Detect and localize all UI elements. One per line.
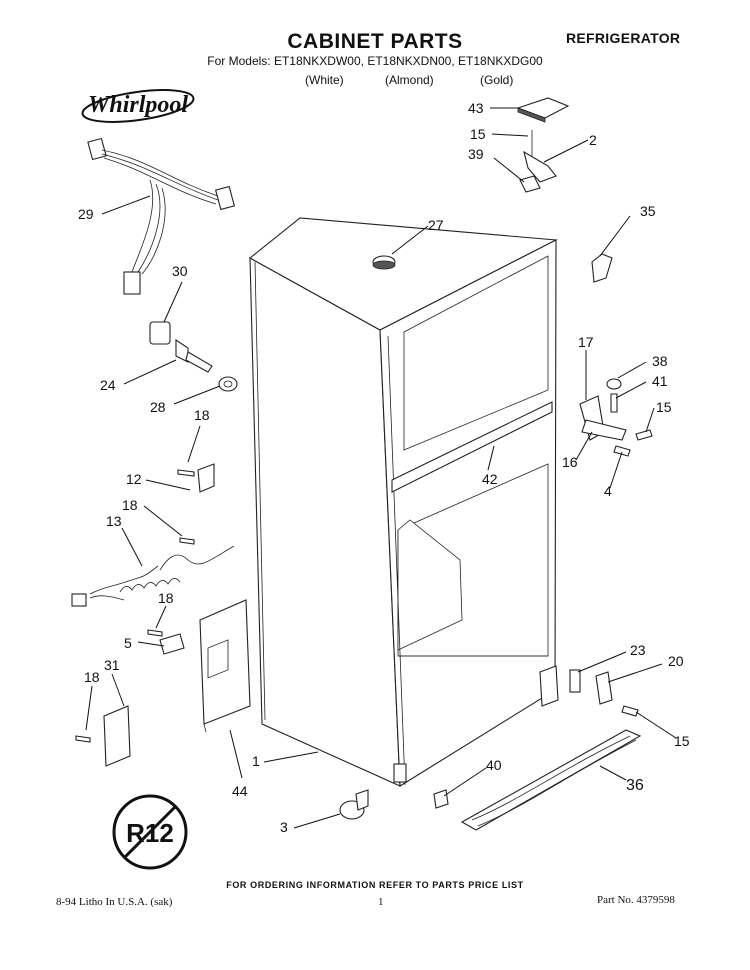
callout-28: 28 bbox=[150, 399, 166, 415]
callout-15-mid: 15 bbox=[656, 399, 672, 415]
part-27-plug bbox=[372, 255, 396, 270]
whirlpool-logo: Whirlpool bbox=[81, 89, 195, 123]
part-40-hinge-cover bbox=[516, 97, 570, 123]
color-gold: (Gold) bbox=[480, 73, 514, 87]
callout-40: 43 bbox=[468, 100, 484, 116]
callout-18-b: 18 bbox=[122, 497, 138, 513]
part-29-wiring-harness bbox=[87, 137, 236, 295]
callout-23: 23 bbox=[630, 642, 646, 658]
callout-2: 2 bbox=[589, 132, 597, 148]
callout-18-d: 18 bbox=[84, 669, 100, 685]
part-15-screw-b bbox=[635, 429, 653, 441]
part-13-power-cord bbox=[71, 545, 235, 607]
part-38-washer bbox=[606, 378, 622, 390]
part-15-screw-c bbox=[621, 705, 639, 717]
part-39-shim bbox=[519, 175, 541, 193]
part-2-top-hinge bbox=[523, 130, 557, 183]
cabinet-foot-left bbox=[393, 763, 407, 783]
part-4-screw bbox=[613, 445, 631, 457]
part-18-screw-d bbox=[75, 735, 91, 743]
part-5-clamp bbox=[159, 633, 185, 655]
callout-38: 38 bbox=[652, 353, 668, 369]
callout-18-a: 18 bbox=[194, 407, 210, 423]
callout-36: 36 bbox=[626, 777, 644, 794]
callout-3: 3 bbox=[280, 819, 288, 835]
callout-5: 5 bbox=[124, 635, 132, 651]
part-16-middle-hinge bbox=[579, 395, 627, 441]
callout-labels: 43 15 2 39 27 35 29 30 24 28 18 12 18 13… bbox=[78, 100, 690, 835]
part-18-screw-a bbox=[177, 469, 195, 477]
page-title: CABINET PARTS bbox=[287, 30, 463, 53]
callout-17: 17 bbox=[578, 334, 594, 350]
part-35-hinge-pin-cover bbox=[591, 253, 613, 283]
color-almond: (Almond) bbox=[385, 73, 434, 87]
callout-27: 27 bbox=[428, 217, 444, 233]
callout-18-c: 18 bbox=[158, 590, 174, 606]
part-18-screw-c bbox=[147, 629, 163, 637]
callout-35: 35 bbox=[640, 203, 656, 219]
part-28-washer bbox=[218, 376, 238, 392]
logo-text: Whirlpool bbox=[88, 92, 188, 118]
callout-31: 31 bbox=[104, 657, 120, 673]
callout-30: 30 bbox=[172, 263, 188, 279]
callout-24: 24 bbox=[100, 377, 116, 393]
part-24-plug-assembly bbox=[175, 338, 213, 373]
callout-12: 12 bbox=[126, 471, 142, 487]
part-30-grommet bbox=[149, 321, 171, 345]
part-3-leveling-leg bbox=[339, 789, 369, 820]
no-r12-badge: R12 bbox=[112, 794, 188, 870]
part-20-bottom-hinge bbox=[595, 671, 613, 705]
leader-lines bbox=[85, 107, 677, 829]
part-44-side-plate bbox=[199, 599, 251, 733]
part-41-rail bbox=[391, 401, 553, 493]
part-number: Part No. 4379598 bbox=[597, 894, 675, 906]
section-label: REFRIGERATOR bbox=[566, 30, 681, 46]
part-31-cover bbox=[103, 705, 131, 767]
callout-42: 40 bbox=[486, 757, 502, 773]
part-12-clip bbox=[197, 463, 215, 493]
callout-4: 4 bbox=[604, 483, 612, 499]
part-23-shim bbox=[569, 669, 581, 693]
callout-39: 39 bbox=[468, 146, 484, 162]
page-number: 1 bbox=[378, 896, 384, 908]
callout-15-bottom: 15 bbox=[674, 733, 690, 749]
models-line: For Models: ET18NKXDW00, ET18NKXDN00, ET… bbox=[207, 54, 543, 68]
part-36-toe-grille bbox=[460, 729, 642, 831]
callout-29: 29 bbox=[78, 206, 94, 222]
callout-1: 1 bbox=[252, 753, 260, 769]
callout-16: 16 bbox=[562, 454, 578, 470]
callout-15-top: 15 bbox=[470, 126, 486, 142]
part-42-clip bbox=[433, 789, 449, 809]
ordering-note: FOR ORDERING INFORMATION REFER TO PARTS … bbox=[226, 880, 524, 890]
callout-13: 13 bbox=[106, 513, 122, 529]
callout-41: 42 bbox=[482, 471, 498, 487]
part-18-screw-b bbox=[179, 537, 195, 545]
refrigerator-cabinet bbox=[249, 217, 558, 787]
part-43-pin bbox=[610, 393, 618, 413]
lower-hinge-bracket bbox=[539, 665, 559, 707]
litho-line: 8-94 Litho In U.S.A. (sak) bbox=[56, 896, 173, 908]
callout-44: 44 bbox=[232, 783, 248, 799]
color-white: (White) bbox=[305, 73, 344, 87]
callout-20: 20 bbox=[668, 653, 684, 669]
callout-43: 41 bbox=[652, 373, 668, 389]
badge-text: R12 bbox=[126, 818, 174, 848]
